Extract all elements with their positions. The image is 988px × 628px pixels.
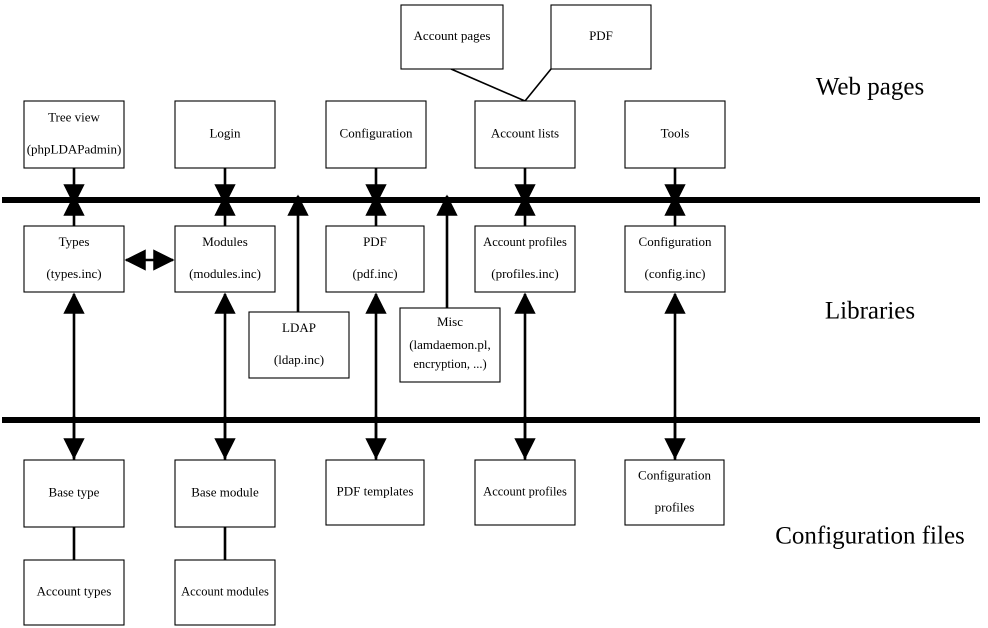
connector-pdf-source-to-account-lists <box>524 68 552 102</box>
node-label-modules-lib-line-1: Modules <box>202 234 248 249</box>
node-pdf-templates[interactable]: PDF templates <box>325 459 425 526</box>
node-box-account-modules <box>174 559 276 626</box>
section-label-libraries: Libraries <box>825 298 915 325</box>
node-base-type[interactable]: Base type <box>23 459 125 528</box>
node-box-pdf-templates <box>325 459 425 526</box>
node-label-base-module-line-1: Base module <box>191 484 259 499</box>
node-misc-lib[interactable]: Misc (lamdaemon.pl, encryption, ...) <box>399 307 501 383</box>
node-label-configuration-profiles-file-line-2: profiles <box>655 499 695 514</box>
node-box-ldap-lib <box>248 311 350 379</box>
node-label-tree-view-line-2: (phpLDAPadmin) <box>27 141 122 156</box>
node-base-module[interactable]: Base module <box>174 459 276 528</box>
node-label-ldap-lib-line-2: (ldap.inc) <box>274 352 324 367</box>
node-label-types-lib-line-2: (types.inc) <box>46 266 101 281</box>
node-box-tree-view <box>23 100 125 169</box>
node-box-pdf-source <box>550 4 652 70</box>
node-ldap-lib[interactable]: LDAP (ldap.inc) <box>248 311 350 379</box>
node-account-pages[interactable]: Account pages <box>400 4 504 70</box>
node-box-configuration-profiles-file <box>624 459 725 526</box>
node-label-account-modules-line-1: Account modules <box>181 584 269 598</box>
node-label-base-type-line-1: Base type <box>49 484 100 499</box>
node-pdf-source[interactable]: PDF <box>550 4 652 70</box>
node-box-pdf-lib <box>325 225 425 293</box>
node-box-account-profiles-file <box>474 459 576 526</box>
node-label-tree-view-line-1: Tree view <box>48 109 100 124</box>
node-account-lists[interactable]: Account lists <box>474 100 576 169</box>
node-box-account-lists <box>474 100 576 169</box>
node-label-configuration-lib-line-2: (config.inc) <box>644 266 705 281</box>
node-label-tools-line-1: Tools <box>661 125 690 140</box>
node-box-account-types <box>23 559 125 626</box>
node-label-pdf-templates-line-1: PDF templates <box>337 483 414 498</box>
section-label-web-pages: Web pages <box>816 74 924 101</box>
connector-account-pages-to-account-lists <box>450 68 526 102</box>
node-label-account-lists-line-1: Account lists <box>491 125 559 140</box>
node-label-login-line-1: Login <box>209 125 241 140</box>
node-tree-view[interactable]: Tree view (phpLDAPadmin) <box>23 100 125 169</box>
node-account-types[interactable]: Account types <box>23 559 125 626</box>
node-configuration-profiles-file[interactable]: Configuration profiles <box>624 459 725 526</box>
node-configuration-page[interactable]: Configuration <box>325 100 427 169</box>
separator-bands-layer <box>2 197 980 423</box>
node-box-configuration-page <box>325 100 427 169</box>
node-account-modules[interactable]: Account modules <box>174 559 276 626</box>
node-label-account-profiles-file-line-1: Account profiles <box>483 484 567 498</box>
node-login[interactable]: Login <box>174 100 276 169</box>
node-types-lib[interactable]: Types (types.inc) <box>23 225 125 293</box>
node-label-account-profiles-lib-line-1: Account profiles <box>483 235 567 249</box>
node-pdf-lib[interactable]: PDF (pdf.inc) <box>325 225 425 293</box>
node-label-account-pages-line-1: Account pages <box>414 28 491 43</box>
node-label-pdf-lib-line-2: (pdf.inc) <box>352 266 397 281</box>
node-tools[interactable]: Tools <box>624 100 726 169</box>
node-box-login <box>174 100 276 169</box>
node-label-pdf-source-line-1: PDF <box>589 28 613 43</box>
node-label-misc-lib-line-1: Misc <box>437 314 463 329</box>
node-box-base-module <box>174 459 276 528</box>
node-box-tools <box>624 100 726 169</box>
node-label-configuration-lib-line-1: Configuration <box>639 234 712 249</box>
node-configuration-lib[interactable]: Configuration (config.inc) <box>624 225 726 293</box>
node-box-modules-lib <box>174 225 276 293</box>
node-label-misc-lib-line-2: (lamdaemon.pl, <box>409 337 491 352</box>
node-modules-lib[interactable]: Modules (modules.inc) <box>174 225 276 293</box>
section-label-configuration-files: Configuration files <box>775 523 965 550</box>
node-label-account-types-line-1: Account types <box>37 583 112 598</box>
node-label-configuration-profiles-file-line-1: Configuration <box>638 467 711 482</box>
node-label-types-lib-line-1: Types <box>59 234 90 249</box>
connectors-layer <box>63 68 686 560</box>
node-account-profiles-file[interactable]: Account profiles <box>474 459 576 526</box>
node-box-base-type <box>23 459 125 528</box>
node-label-misc-lib-line-3: encryption, ...) <box>413 357 486 371</box>
node-box-misc-lib <box>399 307 501 383</box>
node-box-types-lib <box>23 225 125 293</box>
node-label-configuration-page-line-1: Configuration <box>340 125 413 140</box>
node-box-configuration-lib <box>624 225 726 293</box>
node-account-profiles-lib[interactable]: Account profiles (profiles.inc) <box>474 225 576 293</box>
node-box-account-profiles-lib <box>474 225 576 293</box>
node-label-pdf-lib-line-1: PDF <box>363 234 387 249</box>
node-box-account-pages <box>400 4 504 70</box>
node-label-ldap-lib-line-1: LDAP <box>282 320 316 335</box>
node-label-modules-lib-line-2: (modules.inc) <box>189 266 261 281</box>
node-label-account-profiles-lib-line-2: (profiles.inc) <box>491 266 559 281</box>
